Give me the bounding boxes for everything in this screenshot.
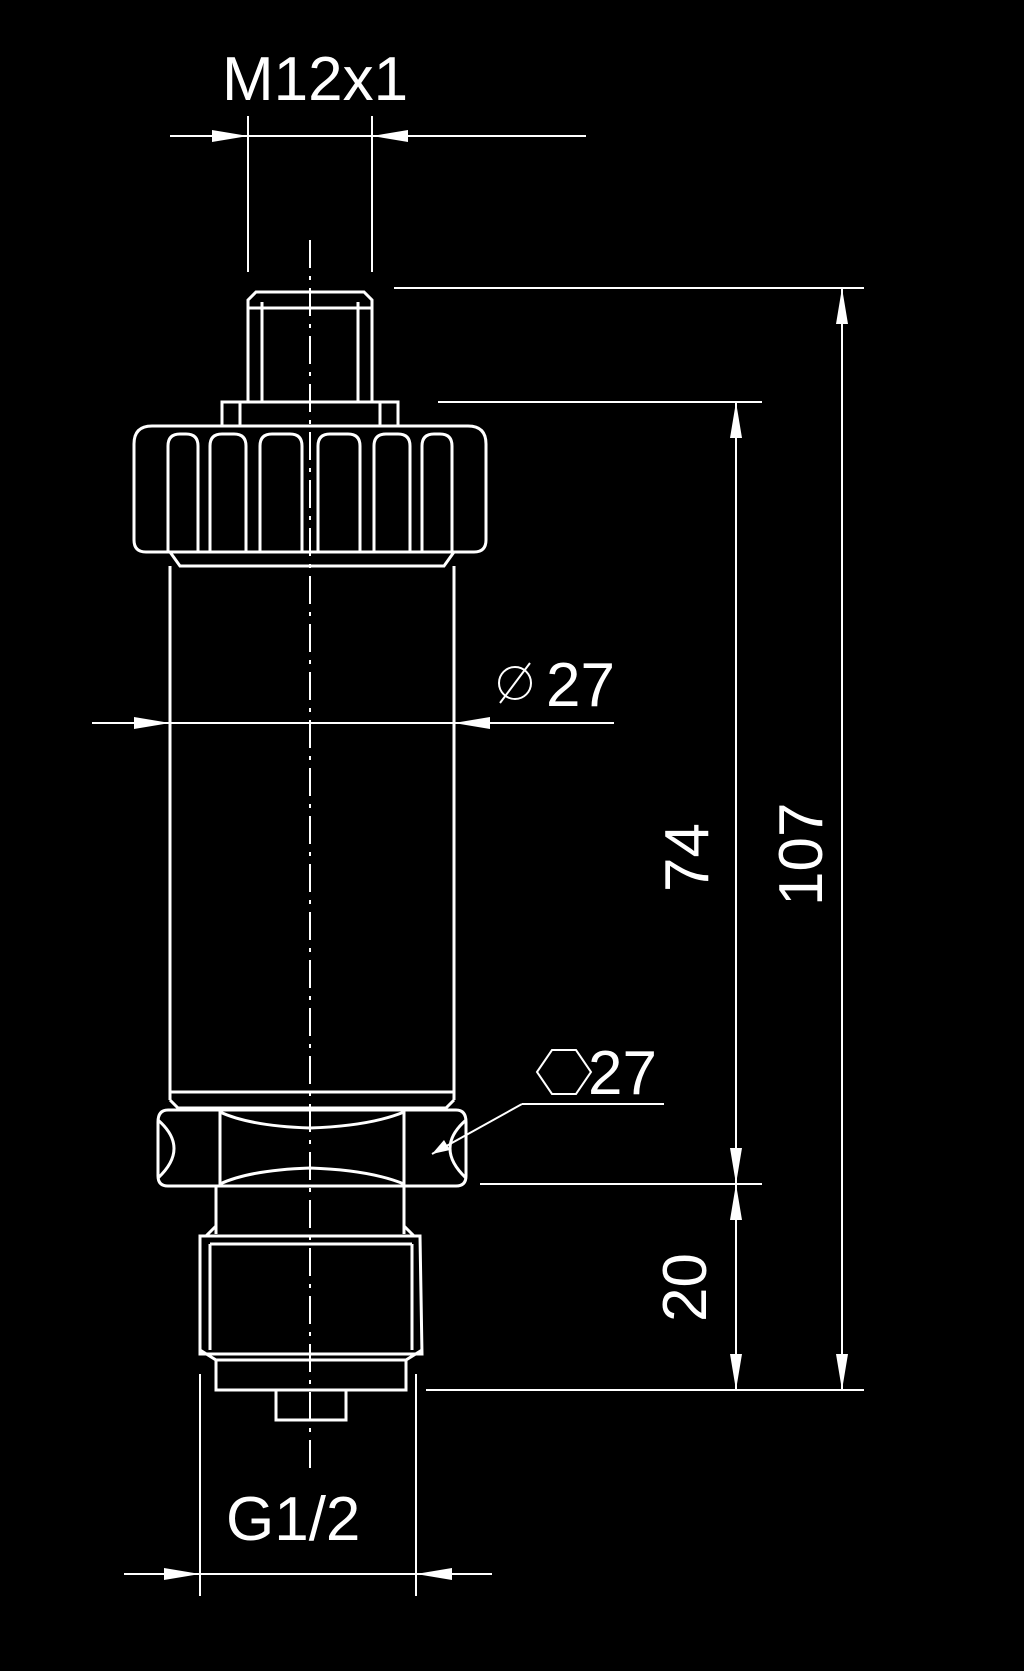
dim-label-20: 20 xyxy=(651,1253,720,1322)
hex-nut xyxy=(156,1108,468,1188)
dim-diameter xyxy=(92,662,614,729)
dim-label-hex: 27 xyxy=(588,1039,657,1108)
diameter-icon xyxy=(498,662,532,704)
thread-section xyxy=(198,1234,424,1422)
dim-label-107: 107 xyxy=(767,803,836,906)
dim-74 xyxy=(730,402,742,1184)
dim-m12x1 xyxy=(170,116,586,272)
dim-label-g12: G1/2 xyxy=(226,1485,360,1554)
dim-107 xyxy=(836,288,848,1390)
dim-label-74: 74 xyxy=(653,823,722,892)
dim-20 xyxy=(730,1184,742,1390)
cylinder-body xyxy=(168,566,456,1110)
hexagon-icon xyxy=(535,1049,593,1095)
dim-label-diameter: 27 xyxy=(546,651,615,720)
dim-hex xyxy=(431,1049,664,1155)
dim-g12 xyxy=(124,1374,492,1596)
dim-label-m12x1: M12x1 xyxy=(222,45,408,114)
knurled-cap xyxy=(132,424,488,568)
